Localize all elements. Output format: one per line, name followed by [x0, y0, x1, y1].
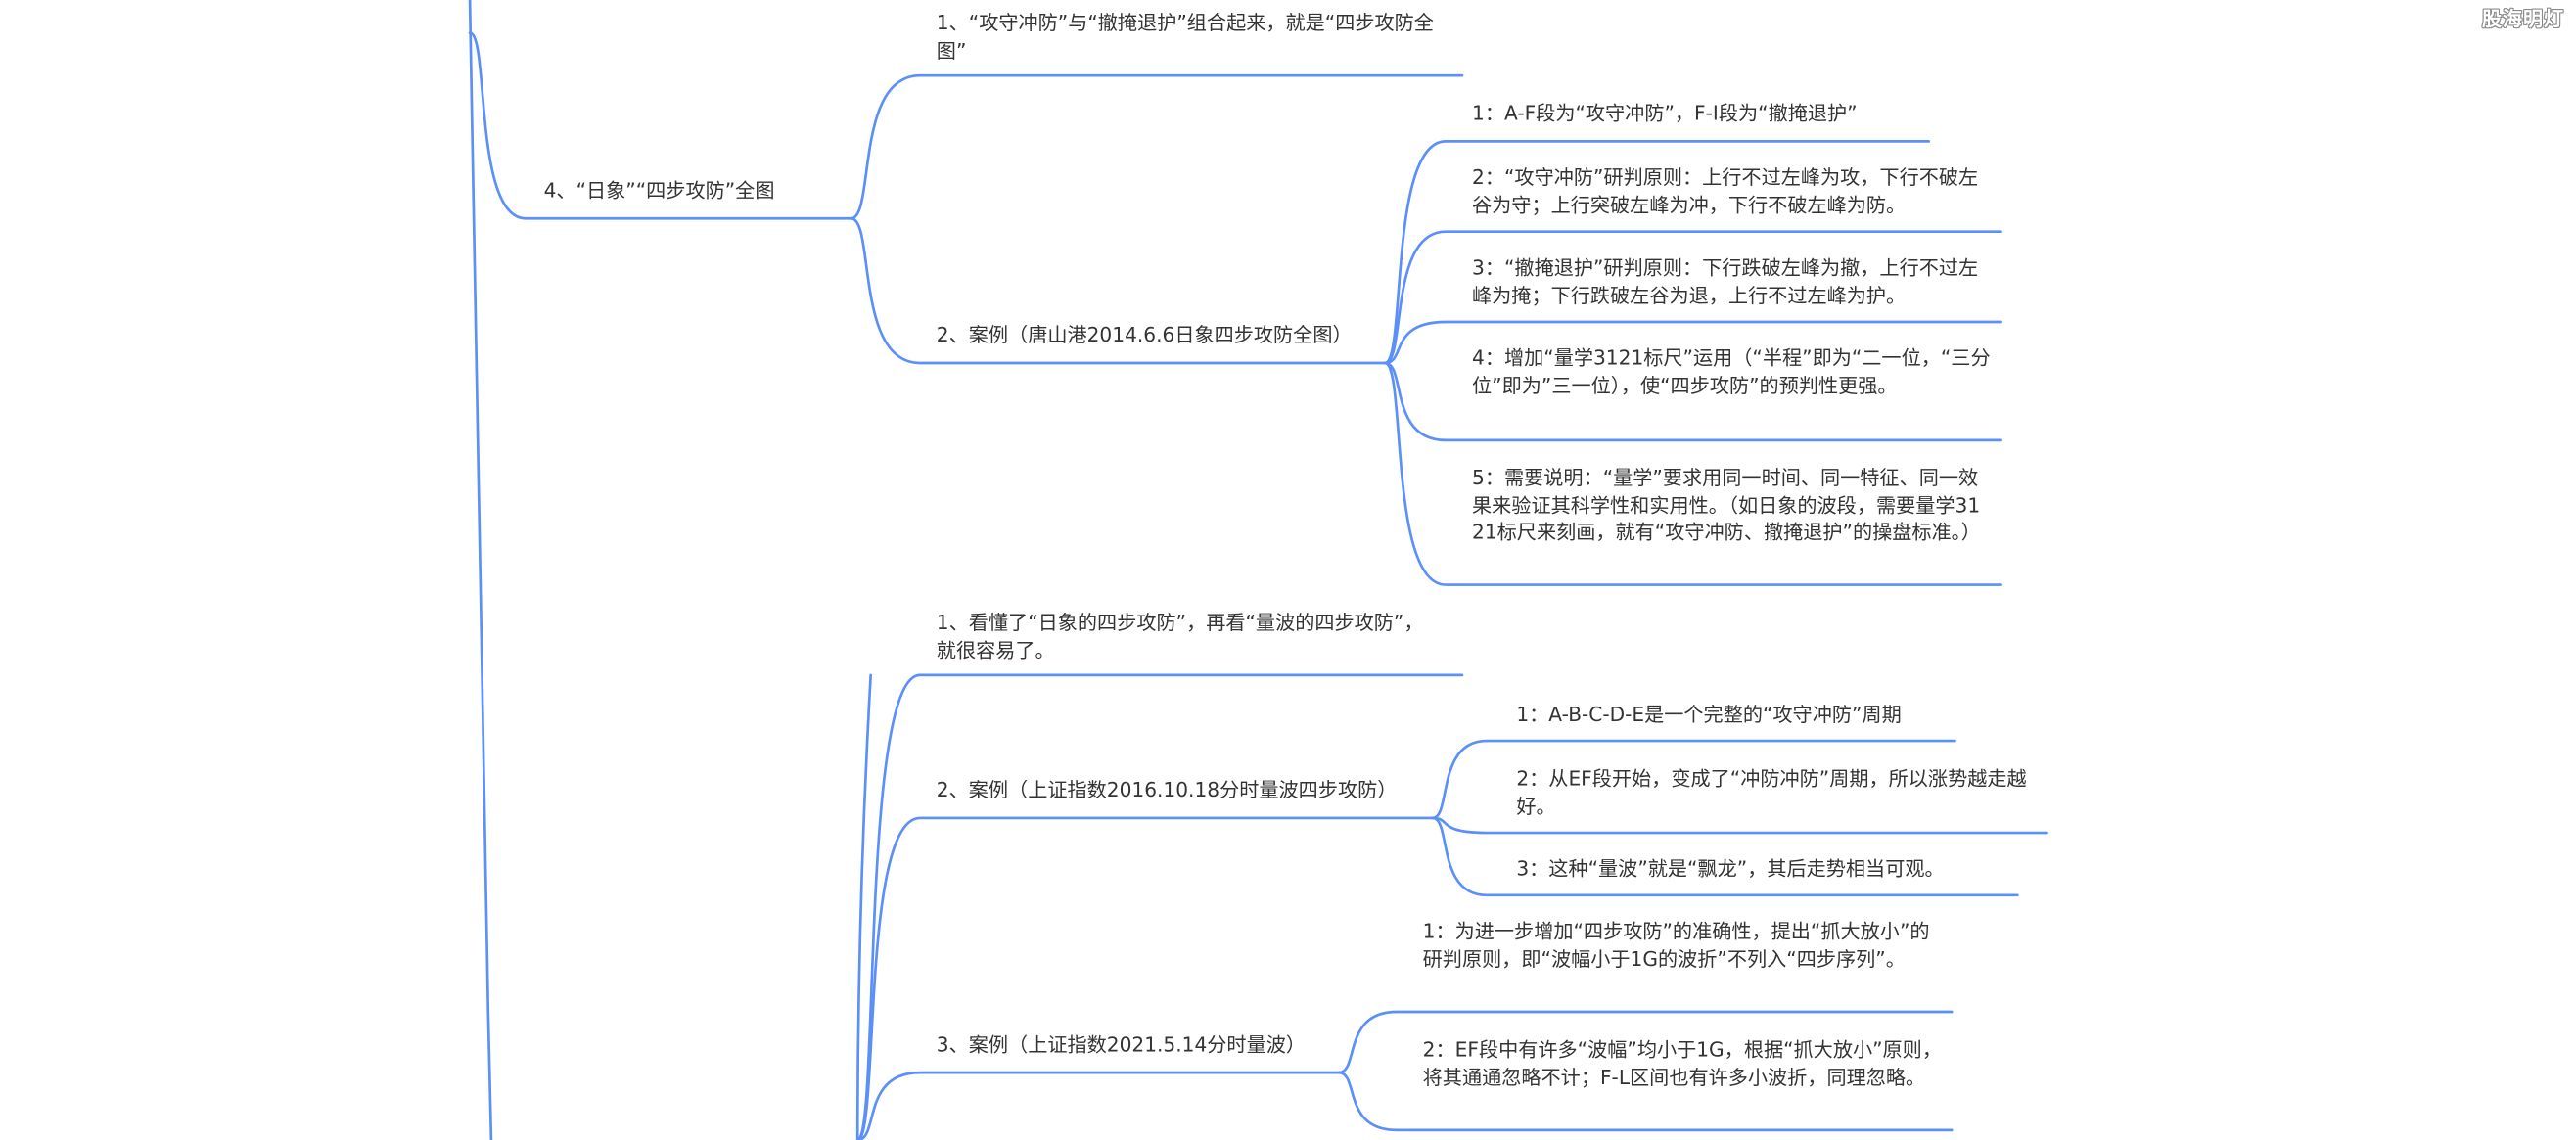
node-section4-case[interactable]: 2、案例（唐山港2014.6.6日象四步攻防全图）	[936, 323, 1353, 347]
branch-s5-case3	[855, 1071, 1341, 1140]
branch-s5c3-note1	[1337, 1010, 1954, 1074]
node-section5-item1[interactable]: 1、看懂了“日象的四步攻防”，再看“量波的四步攻防”，就很容易了。	[936, 611, 1424, 661]
node-section4-case-note5[interactable]: 5：需要说明：“量学”要求用同一时间、同一特征、同一效果来验证其科学性和实用性。…	[1472, 466, 1981, 544]
node-section5-case2-note3[interactable]: 3：这种“量波”就是“飘龙”，其后走势相当可观。	[1516, 857, 1945, 881]
node-section4-case-note2[interactable]: 2：“攻守冲防”研判原则：上行不过左峰为攻，下行不破左谷为守；上行突破左峰为冲，…	[1472, 165, 1979, 216]
node-section4-case-note4[interactable]: 4：增加“量学3121标尺”运用（“半程”即为“二一位，“三分位”即为”三一位）…	[1472, 346, 1991, 397]
node-section5-case3-note1[interactable]: 1：为进一步增加“四步攻防”的准确性，提出“抓大放小”的研判原则，即“波幅小于1…	[1422, 920, 1930, 971]
node-section4-case-note3[interactable]: 3：“撤掩退护”研判原则：下行跌破左峰为撤，上行不过左峰为掩；下行跌破左谷为退，…	[1472, 255, 1979, 307]
branch-s5-case2	[855, 816, 1435, 1140]
branch-s4-note2	[1383, 230, 2002, 365]
branch-section5-trunk	[855, 673, 873, 1140]
node-section5-case2[interactable]: 2、案例（上证指数2016.10.18分时量波四步攻防）	[936, 778, 1398, 802]
node-section5-case2-note1[interactable]: 1：A-B-C-D-E是一个完整的“攻守冲防”周期	[1516, 703, 1902, 726]
branch-s4-case	[850, 216, 1387, 365]
branch-s4-note3	[1383, 320, 2002, 365]
node-section4-case-note1[interactable]: 1：A-F段为“攻守冲防”，F-I段为“撤掩退护”	[1472, 102, 1858, 125]
trunk-line	[468, 0, 493, 1140]
branch-s5c2-note1	[1431, 739, 1956, 820]
branch-s5-item1	[855, 673, 1464, 1140]
branch-s4-note5	[1383, 361, 2002, 586]
node-section5-case2-note2[interactable]: 2：从EF段开始，变成了“冲防冲防”周期，所以涨势越走越好。	[1516, 766, 2027, 818]
branch-s4-note4	[1383, 361, 2002, 442]
branch-s4-item1	[850, 73, 1464, 220]
node-section5-case3-note2[interactable]: 2：EF段中有许多“波幅”均小于1G，根据“抓大放小”原则，将其通通忽略不计；F…	[1422, 1037, 1942, 1089]
branch-s5c2-note2	[1431, 816, 2048, 835]
watermark-logo: 股海明灯	[2482, 7, 2564, 30]
branch-section4	[468, 31, 852, 220]
node-section4-title[interactable]: 4、“日象”“四步攻防”全图	[543, 178, 775, 203]
branch-s5c3-note2	[1337, 1071, 1954, 1132]
node-section4-item1[interactable]: 1、“攻守冲防”与“撤掩退护”组合起来，就是“四步攻防全图”	[936, 11, 1434, 62]
branch-s4-note1	[1383, 140, 1931, 365]
branch-s5c2-note3	[1431, 816, 2019, 897]
node-section5-case3[interactable]: 3、案例（上证指数2021.5.14分时量波）	[936, 1032, 1307, 1057]
